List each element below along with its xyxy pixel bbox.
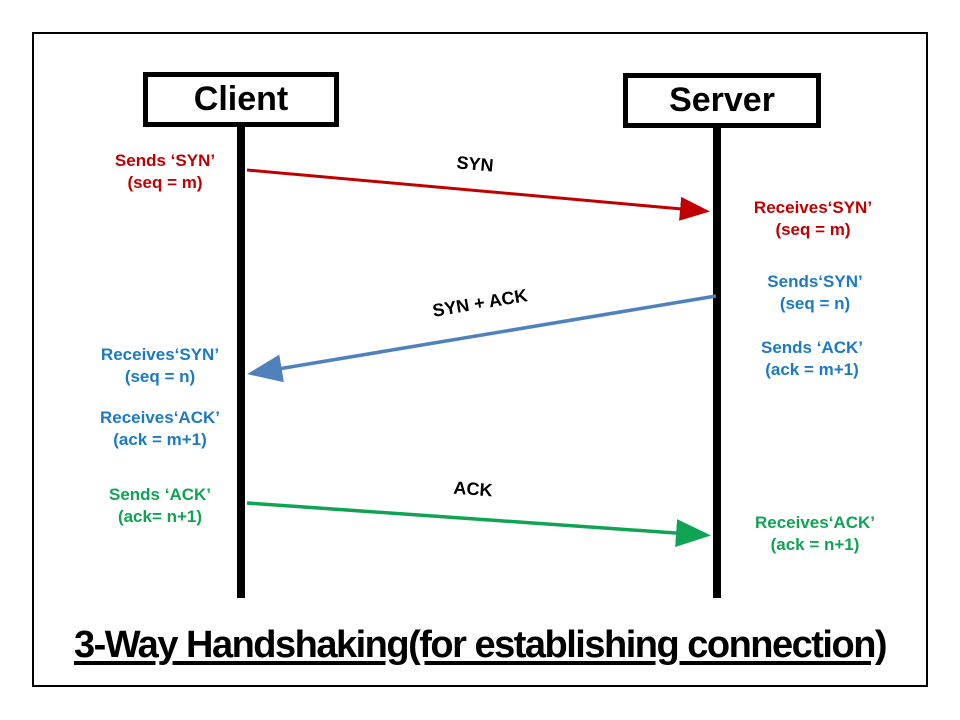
note-client-receives-ack: Receives‘ACK’ (ack = m+1) <box>82 407 238 451</box>
note-line: Sends ‘SYN’ <box>114 151 216 170</box>
note-line: (ack = n+1) <box>770 535 860 554</box>
client-lifeline <box>237 125 245 598</box>
note-line: (seq = m) <box>127 173 203 192</box>
note-server-receives-syn: Receives‘SYN’ (seq = m) <box>735 197 891 241</box>
note-line: Receives‘ACK’ <box>99 408 220 427</box>
note-line: (seq = n) <box>779 294 851 313</box>
server-label: Server <box>669 81 775 119</box>
note-line: Receives‘SYN’ <box>100 345 220 364</box>
note-server-sends-syn: Sends‘SYN’ (seq = n) <box>737 271 893 315</box>
note-line: (ack = m+1) <box>765 360 859 379</box>
note-line: (ack = m+1) <box>113 430 207 449</box>
note-line: Receives‘SYN’ <box>753 198 873 217</box>
note-line: (seq = m) <box>775 220 851 239</box>
note-line: Sends‘SYN’ <box>767 272 863 291</box>
note-server-sends-ack: Sends ‘ACK’ (ack = m+1) <box>734 337 890 381</box>
server-lifeline <box>713 126 721 598</box>
server-actor-box: Server <box>623 73 821 128</box>
diagram-title: 3-Way Handshaking(for establishing conne… <box>73 624 888 666</box>
client-actor-box: Client <box>143 72 339 127</box>
note-line: (seq = n) <box>124 367 196 386</box>
note-line: (ack= n+1) <box>117 507 203 526</box>
note-client-receives-syn: Receives‘SYN’ (seq = n) <box>82 344 238 388</box>
note-client-sends-syn: Sends ‘SYN’ (seq = m) <box>87 150 243 194</box>
note-line: Sends ‘ACK’ <box>760 338 864 357</box>
note-line: Receives‘ACK’ <box>754 513 875 532</box>
note-client-sends-ack: Sends ‘ACK’ (ack= n+1) <box>82 484 238 528</box>
note-server-receives-ack: Receives‘ACK’ (ack = n+1) <box>737 512 893 556</box>
note-line: Sends ‘ACK’ <box>108 485 212 504</box>
client-label: Client <box>193 80 289 118</box>
